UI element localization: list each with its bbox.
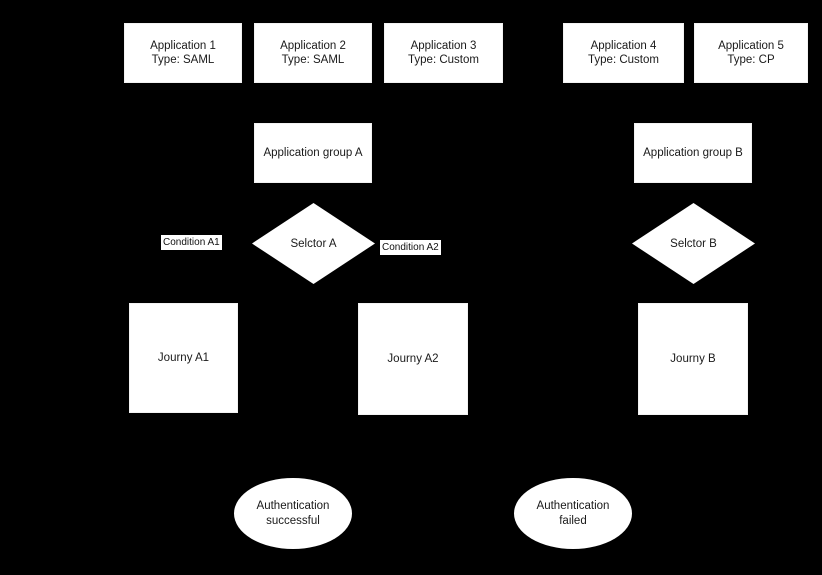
diamond-shape-icon: [632, 203, 755, 284]
condition-a2-label[interactable]: Condition A2: [380, 240, 441, 255]
condition-a1-label[interactable]: Condition A1: [161, 235, 222, 250]
journey-a1[interactable]: Journy A1: [129, 303, 238, 413]
application-node-5[interactable]: Application 5 Type: CP: [694, 23, 808, 83]
application-node-3[interactable]: Application 3 Type: Custom: [384, 23, 503, 83]
selector-b[interactable]: Selctor B: [632, 203, 755, 284]
application-group-a[interactable]: Application group A: [254, 123, 372, 183]
application-node-2[interactable]: Application 2 Type: SAML: [254, 23, 372, 83]
journey-a2[interactable]: Journy A2: [358, 303, 468, 415]
application-node-1[interactable]: Application 1 Type: SAML: [124, 23, 242, 83]
application-node-4[interactable]: Application 4 Type: Custom: [563, 23, 684, 83]
selector-a[interactable]: Selctor A: [252, 203, 375, 284]
outcome-authentication-successful[interactable]: Authentication successful: [234, 478, 352, 549]
diamond-shape-icon: [252, 203, 375, 284]
outcome-authentication-failed[interactable]: Authentication failed: [514, 478, 632, 549]
selector-b-label: Selctor B: [670, 237, 717, 250]
selector-a-label: Selctor A: [290, 237, 337, 250]
journey-b[interactable]: Journy B: [638, 303, 748, 415]
application-group-b[interactable]: Application group B: [634, 123, 752, 183]
